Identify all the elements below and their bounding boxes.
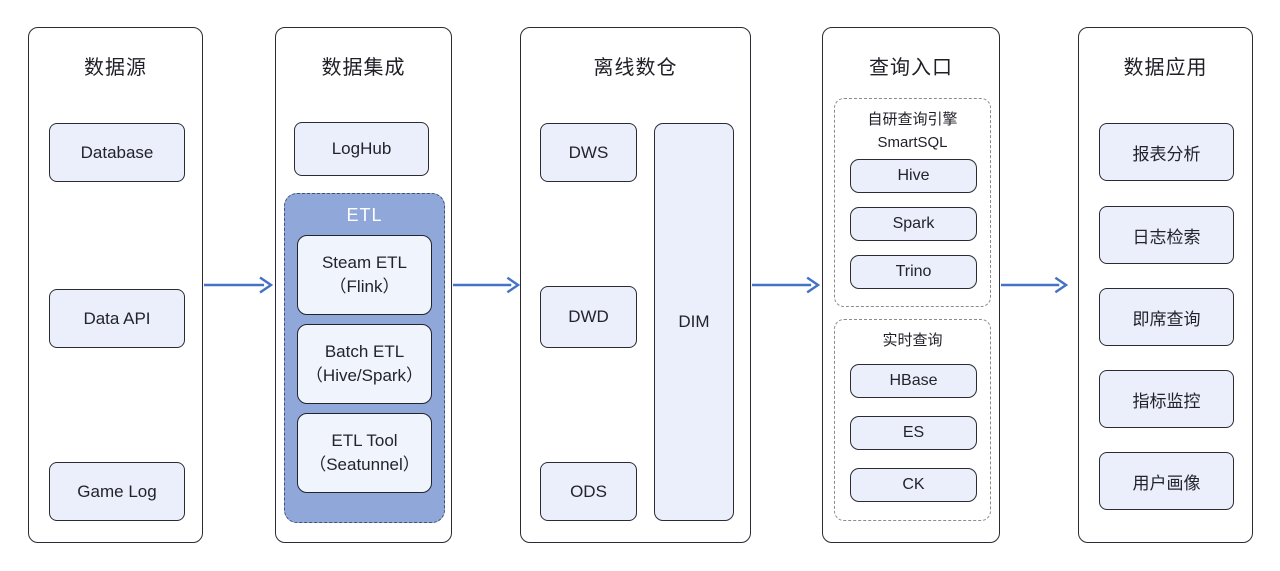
column-data-source: 数据源 Database Data API Game Log [28,27,203,543]
node-label-line: （Hive/Spark） [305,366,424,385]
column-data-integration: 数据集成 LogHub ETL Steam ETL （Flink） Batch … [275,27,452,543]
node-etl-tool: ETL Tool （Seatunnel） [297,413,432,493]
node-report-analysis: 报表分析 [1099,123,1234,181]
node-metric-monitoring: 指标监控 [1099,370,1234,428]
column-title: 数据应用 [1123,57,1208,79]
column-title: 数据源 [84,57,147,79]
node-label-line: ETL Tool [331,431,398,451]
column-offline-warehouse: 离线数仓 DWS DWD ODS DIM [520,27,751,543]
node-label-line: Steam ETL [321,253,408,273]
node-es: ES [850,416,977,450]
node-log-search: 日志检索 [1099,206,1234,264]
arrow-right-icon [1000,276,1068,294]
node-ods: ODS [540,462,637,521]
column-title: 数据集成 [321,57,406,79]
node-hive: Hive [850,159,977,193]
arrow-right-icon [452,276,520,294]
arrow-right-icon [751,276,820,294]
node-steam-etl: Steam ETL （Flink） [297,235,432,315]
group-title-line: 自研查询引擎 [867,111,958,128]
node-batch-etl: Batch ETL （Hive/Spark） [297,324,432,404]
arrow-right-icon [204,276,273,294]
realtime-query-group: 实时查询 HBase ES CK [834,319,991,521]
node-trino: Trino [850,255,977,289]
column-title: 离线数仓 [593,57,678,79]
column-data-application: 数据应用 报表分析 日志检索 即席查询 指标监控 用户画像 [1078,27,1253,543]
node-dim: DIM [654,123,734,521]
node-game-log: Game Log [49,462,185,521]
node-spark: Spark [850,207,977,241]
node-adhoc-query: 即席查询 [1099,288,1234,346]
group-title: 自研查询引擎 SmartSQL [835,108,990,155]
group-title-line: SmartSQL [877,134,948,152]
node-user-profile: 用户画像 [1099,452,1234,510]
node-hbase: HBase [850,364,977,398]
group-title: 实时查询 [882,332,943,349]
flow-arrow-3 [751,273,820,297]
etl-group: ETL Steam ETL （Flink） Batch ETL （Hive/Sp… [284,193,445,523]
node-dwd: DWD [540,286,637,348]
etl-group-label: ETL [346,205,383,225]
flow-arrow-2 [452,273,520,297]
node-dws: DWS [540,123,637,182]
node-database: Database [49,123,185,182]
node-label-line: Batch ETL [324,342,405,362]
node-label-line: （Seatunnel） [309,455,420,474]
node-ck: CK [850,468,977,502]
flow-arrow-4 [1000,273,1068,297]
column-query-entry: 查询入口 自研查询引擎 SmartSQL Hive Spark Trino 实时… [822,27,1000,543]
node-data-api: Data API [49,289,185,348]
node-loghub: LogHub [294,122,429,176]
smartsql-engine-group: 自研查询引擎 SmartSQL Hive Spark Trino [834,98,991,307]
node-label-line: （Flink） [329,277,400,296]
flow-arrow-1 [203,273,273,297]
column-title: 查询入口 [869,57,953,79]
